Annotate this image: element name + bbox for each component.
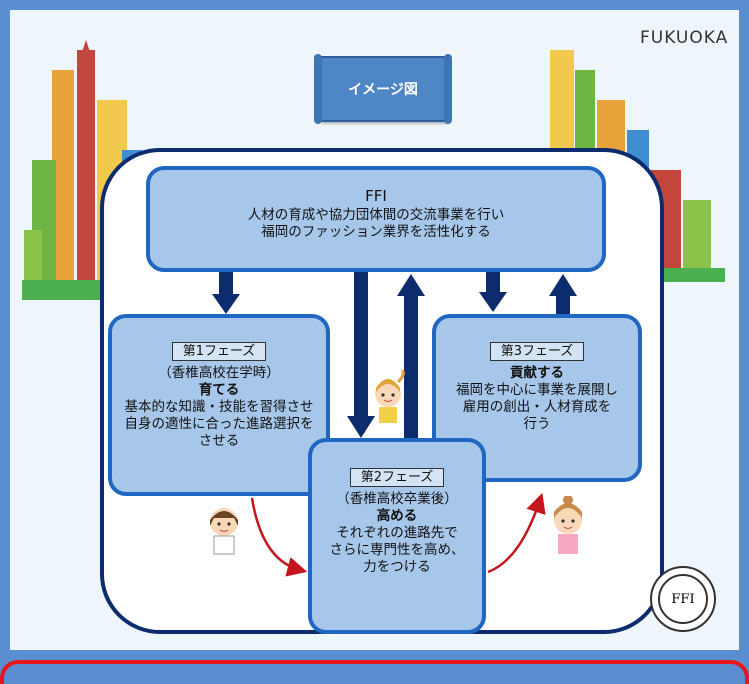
phase3-line1: 福岡を中心に事業を展開し	[456, 382, 618, 398]
phase1-box: 第1フェーズ （香椎高校在学時） 育てる 基本的な知識・技能を習得させ 自身の適…	[108, 314, 330, 496]
phase2-line1: それぞれの進路先で	[336, 525, 458, 541]
ffi-box: FFI 人材の育成や協力団体間の交流事業を行い 福岡のファッション業界を活性化す…	[146, 166, 606, 272]
phase2-tag: 第2フェーズ	[349, 468, 445, 487]
phase2-heading: 高める	[376, 508, 418, 524]
ffi-seal-logo: FFI	[650, 566, 716, 632]
phase3-tag: 第3フェーズ	[489, 342, 585, 361]
phase1-heading: 育てる	[198, 382, 240, 398]
phase3-line3: 行う	[523, 416, 551, 432]
phase3-heading: 貢献する	[510, 365, 564, 381]
fukuoka-label: FUKUOKA	[640, 28, 729, 48]
phase2-box: 第2フェーズ （香椎高校卒業後） 高める それぞれの進路先で さらに専門性を高め…	[308, 438, 486, 634]
bottom-red-border	[0, 660, 749, 684]
adult-woman-icon	[554, 496, 582, 554]
phase1-line3: させる	[198, 433, 240, 449]
student-girl-icon	[210, 508, 238, 555]
phase2-line2: さらに専門性を高め、	[329, 542, 465, 558]
seal-label: FFI	[658, 574, 708, 624]
phase1-line1: 基本的な知識・技能を習得させ	[124, 399, 314, 415]
ffi-title: FFI	[365, 187, 387, 205]
phase1-line2: 自身の適性に合った進路選択を	[124, 416, 314, 432]
phase2-line3: 力をつける	[363, 559, 431, 575]
graduate-girl-icon	[375, 370, 405, 423]
phase1-tag: 第1フェーズ	[171, 342, 267, 361]
image-diagram-banner: イメージ図	[314, 54, 452, 124]
phase2-sub: （香椎高校卒業後）	[336, 491, 458, 507]
phase1-sub: （香椎高校在学時）	[158, 365, 280, 381]
phase3-line2: 雇用の創出・人材育成を	[462, 399, 612, 415]
ffi-line1: 人材の育成や協力団体間の交流事業を行い	[247, 207, 505, 223]
ffi-line2: 福岡のファッション業界を活性化する	[261, 224, 491, 240]
